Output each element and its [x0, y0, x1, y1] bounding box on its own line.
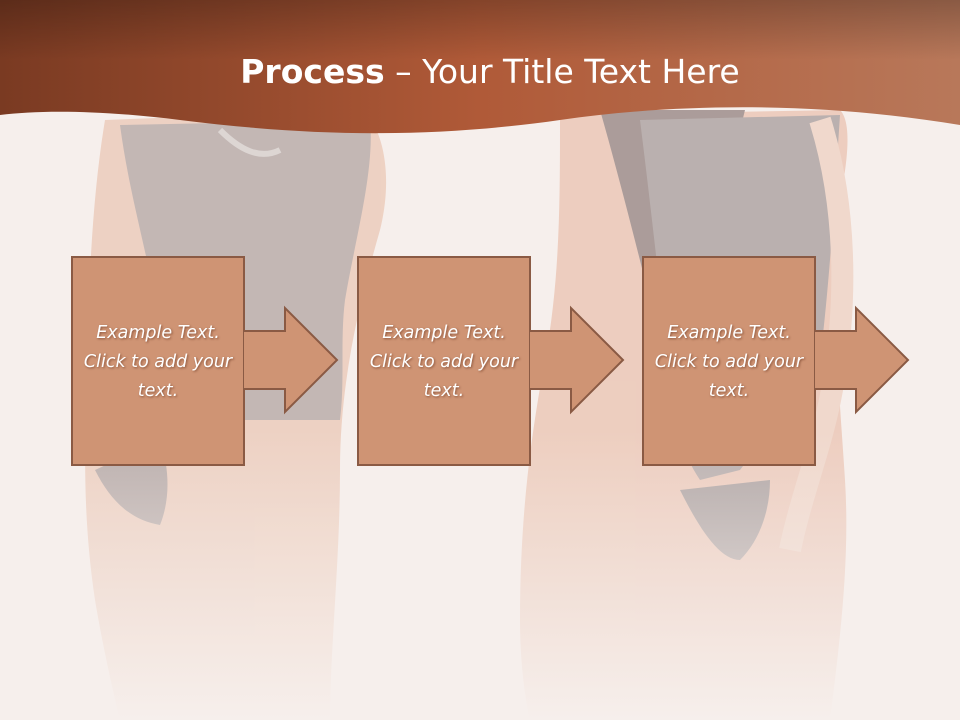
step-arrow-shape	[71, 256, 339, 466]
process-step-1[interactable]: Example Text. Click to add your text.	[71, 256, 411, 468]
step-arrow-shape	[642, 256, 910, 466]
process-step-3[interactable]: Example Text. Click to add your text.	[642, 256, 960, 468]
title-bold: Process	[240, 52, 385, 91]
process-step-2[interactable]: Example Text. Click to add your text.	[357, 256, 697, 468]
step-text[interactable]: Example Text. Click to add your text.	[83, 322, 233, 401]
title-rest: – Your Title Text Here	[384, 52, 740, 91]
step-arrow-shape	[357, 256, 625, 466]
step-text[interactable]: Example Text. Click to add your text.	[369, 322, 519, 401]
page-title[interactable]: Process – Your Title Text Here	[0, 52, 960, 91]
step-text[interactable]: Example Text. Click to add your text.	[654, 322, 804, 401]
